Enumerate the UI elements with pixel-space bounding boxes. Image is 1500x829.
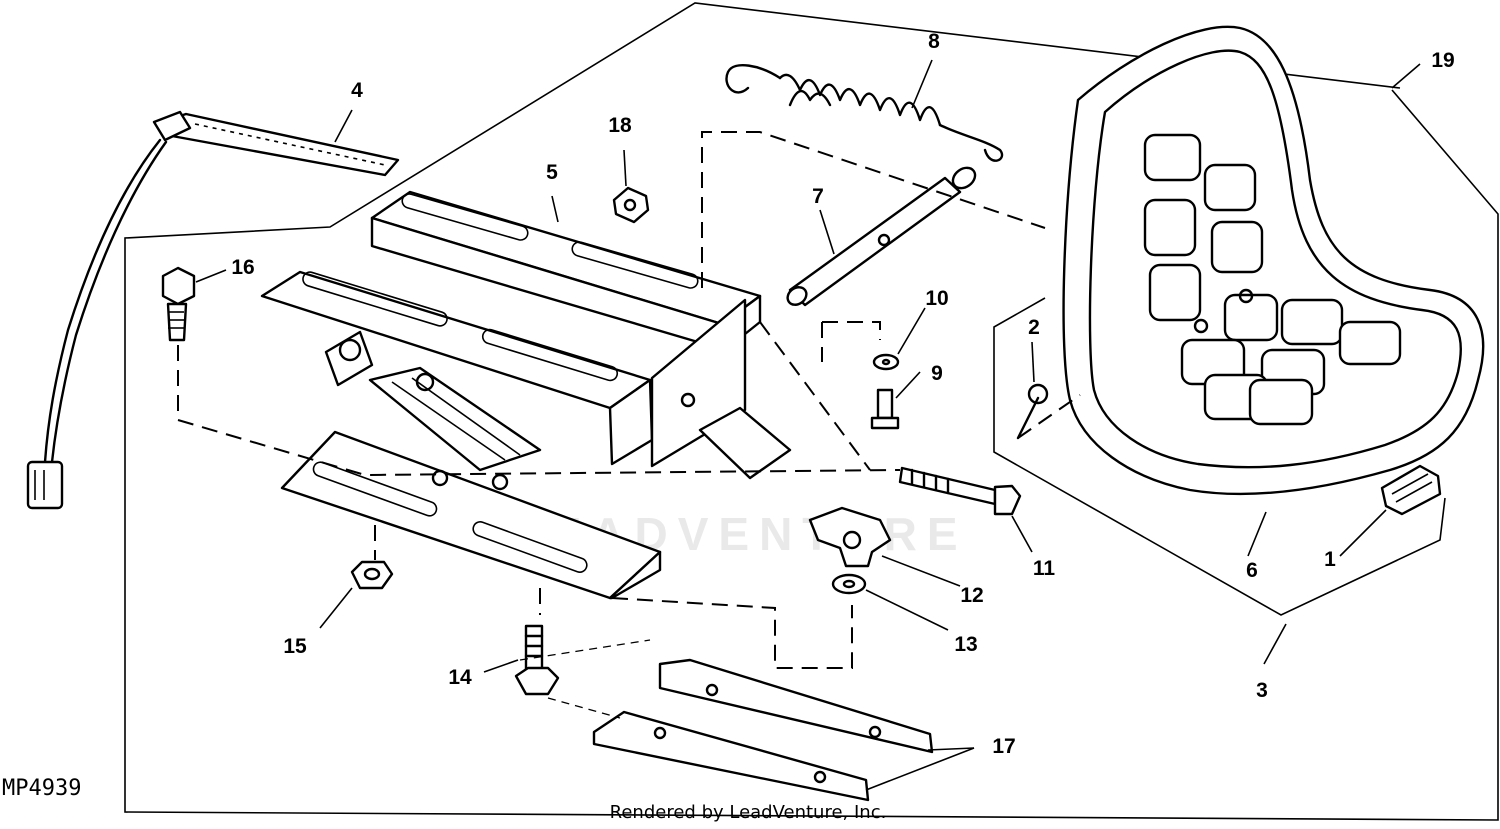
callout-5: 5 — [546, 161, 558, 184]
bolt-part-14 — [514, 624, 560, 696]
callout-4: 4 — [351, 79, 363, 102]
seat-group-boundary — [993, 297, 1446, 616]
callout-16: 16 — [231, 256, 254, 279]
callout-14: 14 — [448, 666, 472, 689]
screw-part-2 — [1016, 383, 1049, 440]
bolt-part-16 — [161, 266, 196, 342]
callout-6: 6 — [1246, 559, 1258, 582]
callout-18: 18 — [608, 114, 632, 137]
nut-part-15 — [350, 560, 394, 590]
long-bolt-part-11 — [898, 466, 1022, 516]
bolt-part-9 — [870, 388, 900, 430]
callout-8: 8 — [928, 30, 940, 53]
callout-19: 19 — [1431, 49, 1454, 72]
callout-15: 15 — [283, 635, 307, 658]
plates-part-17 — [592, 658, 934, 802]
footer-credit: Rendered by LeadVenture, Inc. — [610, 802, 887, 823]
callout-7: 7 — [812, 185, 824, 208]
pivot-pin-part-7 — [786, 166, 977, 307]
drawing-code: MP4939 — [2, 776, 81, 801]
leader-lines — [195, 59, 1421, 791]
washer-part-10 — [872, 353, 900, 371]
callout-13: 13 — [954, 633, 977, 656]
spring-part-8 — [725, 63, 1004, 162]
callout-2: 2 — [1028, 316, 1040, 339]
callout-12: 12 — [960, 584, 983, 607]
seat-part-19 — [1062, 25, 1485, 496]
callout-17: 17 — [992, 735, 1015, 758]
assembly-boundary — [124, 2, 1499, 821]
seat-switch-part-4 — [26, 110, 400, 510]
callout-11: 11 — [1033, 557, 1056, 580]
callout-9: 9 — [931, 362, 943, 385]
nut-part-18 — [612, 186, 650, 224]
callout-10: 10 — [925, 287, 948, 310]
callout-1: 1 — [1324, 548, 1336, 571]
knob-part-12 — [808, 506, 892, 568]
seat-frame-base — [260, 270, 792, 600]
bumper-part-1 — [1380, 464, 1442, 516]
washer-part-13 — [831, 573, 867, 595]
upper-rail-part-5 — [370, 190, 762, 352]
callout-labels: 4 5 18 7 8 19 16 10 2 9 11 12 13 15 14 1… — [231, 30, 1454, 758]
assembly-lines — [177, 131, 1081, 719]
callout-3: 3 — [1256, 679, 1268, 702]
